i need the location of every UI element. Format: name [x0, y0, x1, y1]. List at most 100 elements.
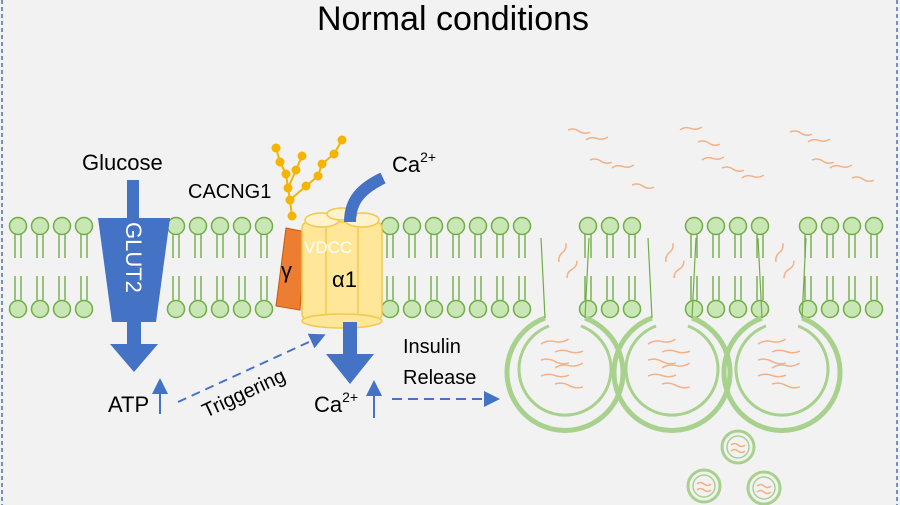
lipid-tail	[58, 234, 66, 258]
lipid-head	[30, 216, 50, 236]
glycan-residue	[285, 195, 295, 205]
lipid-head	[402, 216, 422, 236]
lipid-tail	[848, 276, 856, 300]
calcium-influx-arrow	[344, 172, 386, 223]
insulin-molecule	[558, 243, 567, 263]
glycan-residue	[287, 211, 297, 221]
lipid-head	[446, 299, 466, 319]
fused-vesicle-outer	[504, 315, 626, 433]
lipid-head	[468, 299, 488, 319]
insulin-molecule	[673, 260, 685, 279]
lipid-head	[210, 216, 230, 236]
insulin-molecule	[775, 243, 784, 263]
free-vesicle-inner	[692, 474, 716, 498]
lipid-tail	[172, 234, 180, 258]
lipid-head	[820, 216, 840, 236]
lipid-tail	[628, 276, 636, 300]
lipid-tail	[452, 276, 460, 300]
lipid-tail	[408, 234, 416, 258]
lipid-head	[578, 216, 598, 236]
vdcc-channel: VDCC α1	[301, 207, 383, 329]
lipid-tail	[386, 234, 394, 258]
triggering-arrow	[177, 333, 326, 403]
free-vesicle	[746, 470, 782, 505]
released-vesicles	[686, 429, 782, 505]
glut2-transporter: GLUT2	[98, 218, 170, 322]
lipid-head	[622, 216, 642, 236]
glycan-residue	[281, 169, 291, 179]
lipid-head	[30, 299, 50, 319]
lipid-head	[578, 299, 598, 319]
insulin-molecule	[554, 362, 583, 369]
lipid-head	[706, 299, 726, 319]
lipid-tail	[58, 276, 66, 300]
glycan-residue	[313, 171, 323, 181]
lipid-tail	[826, 234, 834, 258]
lipid-tail	[194, 234, 202, 258]
fused-vesicle-outer	[721, 315, 843, 433]
lipid-tail	[216, 276, 224, 300]
insulin-molecule	[771, 382, 801, 389]
lipid-tail	[734, 234, 742, 258]
lipid-tail	[260, 276, 268, 300]
lipid-tail	[848, 234, 856, 258]
free-vesicle-inner	[752, 476, 776, 500]
insulin-molecule	[757, 338, 786, 345]
insulin-molecule	[665, 243, 674, 263]
insulin-molecule	[757, 358, 787, 365]
lipid-tail	[712, 276, 720, 300]
lipid-tail	[36, 234, 44, 258]
insulin-molecule	[783, 260, 795, 279]
lipid-tail	[584, 276, 592, 300]
lipid-tail	[36, 276, 44, 300]
pore-wall	[757, 237, 807, 319]
lipid-head	[74, 299, 94, 319]
insulin-molecule	[589, 158, 613, 165]
lipid-head	[622, 299, 642, 319]
lipid-head	[600, 216, 620, 236]
lipid-head	[468, 216, 488, 236]
lipid-head	[380, 299, 400, 319]
lipid-tail	[474, 276, 482, 300]
lipid-head	[424, 299, 444, 319]
lipid-head	[166, 299, 186, 319]
lipid-tail	[870, 234, 878, 258]
insulin-label: Insulin	[403, 336, 461, 358]
fused-vesicle-inner	[517, 324, 613, 417]
insulin-molecule	[807, 138, 831, 143]
lipid-tail	[80, 234, 88, 258]
lipid-tail	[712, 234, 720, 258]
lipid-tail	[386, 276, 394, 300]
lipid-bilayer	[8, 216, 884, 319]
glucose-label: Glucose	[82, 150, 163, 175]
insulin-molecule	[756, 483, 772, 489]
insulin-molecule	[566, 260, 578, 279]
lipid-head	[750, 299, 770, 319]
diagram-title: Normal conditions	[317, 0, 589, 38]
insulin-molecule	[611, 164, 635, 169]
lipid-head	[232, 299, 252, 319]
atp-label: ATP	[108, 392, 149, 417]
insulin-molecule	[771, 349, 801, 354]
lipid-head	[188, 216, 208, 236]
pore-wall	[647, 237, 697, 319]
lipid-head	[188, 299, 208, 319]
lipid-tail	[756, 276, 764, 300]
lipid-tail	[238, 234, 246, 258]
lipid-head	[728, 216, 748, 236]
lipid-head	[864, 299, 884, 319]
calcium-downward-arrow	[326, 322, 374, 384]
lipid-head	[490, 216, 510, 236]
insulin-molecule	[554, 349, 584, 354]
lipid-tail	[628, 234, 636, 258]
insulin-molecule	[730, 442, 746, 448]
lipid-tail	[172, 276, 180, 300]
lipid-tail	[452, 234, 460, 258]
insulin-molecule	[851, 176, 875, 183]
lipid-tail	[690, 234, 698, 258]
lipid-head	[798, 299, 818, 319]
insulin-molecule	[789, 130, 813, 137]
lipid-head	[210, 299, 230, 319]
insulin-molecule	[647, 373, 677, 378]
